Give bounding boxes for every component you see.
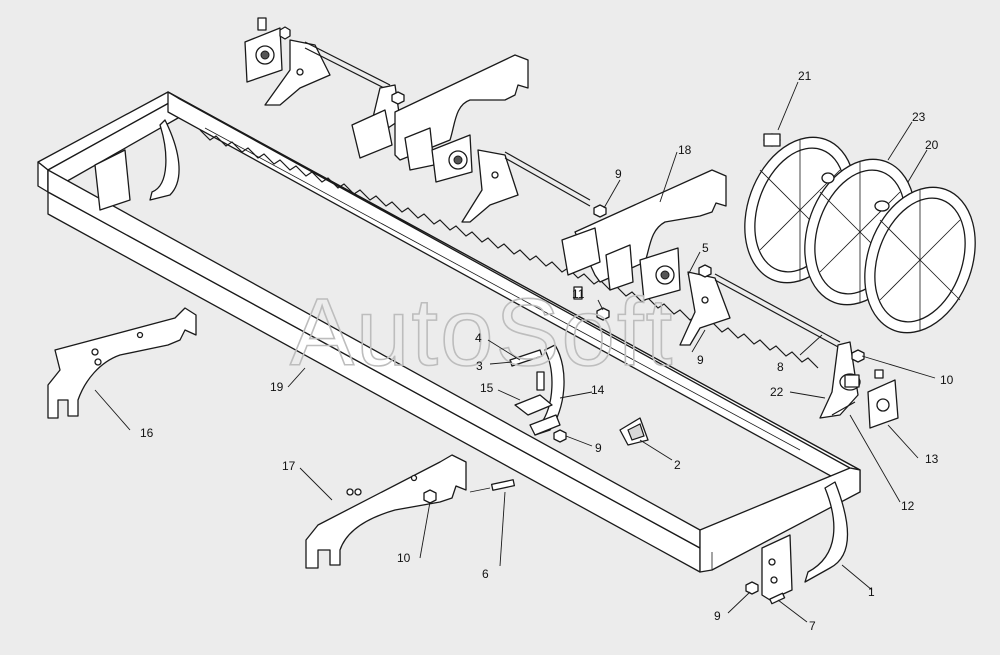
callout-22: 22 bbox=[770, 385, 784, 399]
callout-1: 1 bbox=[868, 585, 875, 599]
callout-9-top: 9 bbox=[615, 167, 622, 181]
callout-11: 11 bbox=[572, 287, 585, 301]
upper-shaft-assembly bbox=[244, 17, 591, 223]
callout-13: 13 bbox=[925, 452, 939, 466]
callout-10-bottom: 10 bbox=[397, 551, 411, 565]
callout-10-right: 10 bbox=[940, 373, 954, 387]
callout-9-tine: 9 bbox=[595, 441, 602, 455]
callout-2: 2 bbox=[674, 458, 681, 472]
callout-8: 8 bbox=[777, 360, 784, 374]
clip-2 bbox=[619, 417, 649, 446]
callout-5: 5 bbox=[702, 241, 709, 255]
bracket-16 bbox=[47, 307, 197, 419]
callout-3: 3 bbox=[476, 359, 483, 373]
callout-19: 19 bbox=[270, 380, 284, 394]
callout-21: 21 bbox=[798, 69, 812, 83]
callout-18: 18 bbox=[678, 143, 692, 157]
middle-shaft-assembly bbox=[561, 169, 841, 349]
right-end-parts bbox=[819, 341, 899, 429]
callout-6: 6 bbox=[482, 567, 489, 581]
callout-14: 14 bbox=[591, 383, 605, 397]
callout-17: 17 bbox=[282, 459, 296, 473]
callout-9-middle: 9 bbox=[697, 353, 704, 367]
wheel-assembly bbox=[744, 133, 976, 334]
callout-labels: 1 2 3 4 5 6 7 8 9 9 9 9 9 10 10 11 12 13… bbox=[140, 69, 954, 633]
watermark: AutoSoft bbox=[290, 279, 674, 386]
callout-7: 7 bbox=[809, 619, 816, 633]
callout-9-bottom: 9 bbox=[714, 609, 721, 623]
callout-15: 15 bbox=[480, 381, 494, 395]
bracket-17 bbox=[305, 454, 516, 569]
callout-12: 12 bbox=[901, 499, 915, 513]
callout-4: 4 bbox=[475, 331, 482, 345]
callout-16: 16 bbox=[140, 426, 154, 440]
main-frame bbox=[37, 91, 861, 601]
callout-23: 23 bbox=[912, 110, 926, 124]
tine-assembly bbox=[509, 344, 567, 443]
leader-lines bbox=[94, 81, 936, 623]
callout-20: 20 bbox=[925, 138, 939, 152]
